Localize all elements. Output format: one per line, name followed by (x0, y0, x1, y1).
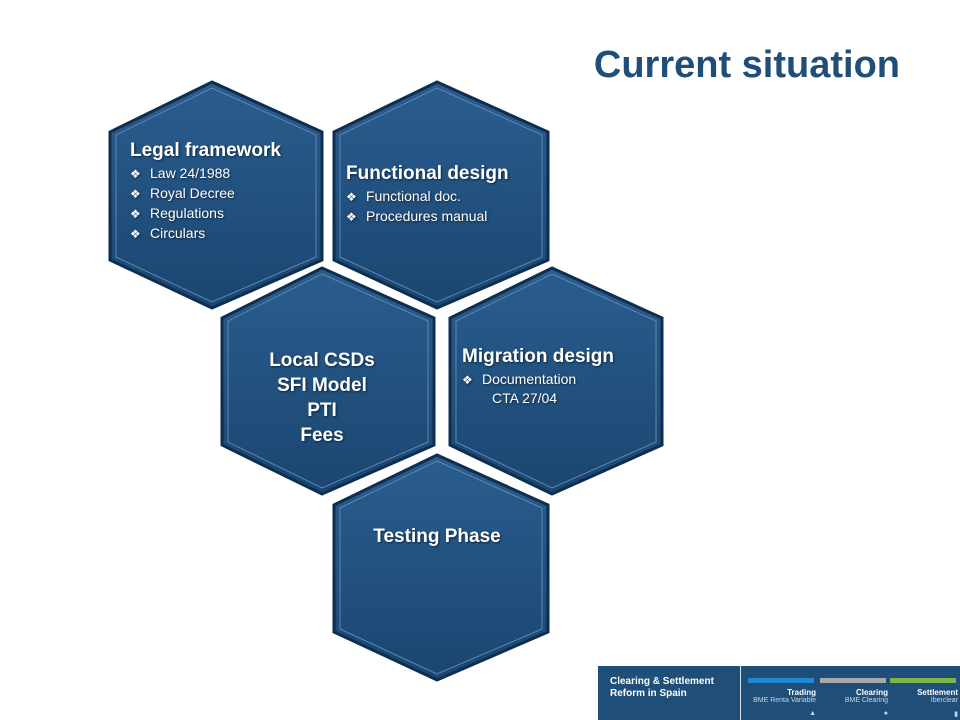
page-title: Current situation (593, 44, 900, 86)
hex-functional-design (332, 80, 550, 310)
hex-local-csds (220, 266, 436, 496)
sfi-model-line: SFI Model (277, 375, 367, 396)
footer-divider (740, 666, 741, 720)
list-item: ❖Royal Decree (130, 184, 281, 204)
legal-framework-title: Legal framework (130, 140, 281, 161)
list-item: ❖Procedures manual (346, 207, 509, 227)
footer-title: Clearing & Settlement Reform in Spain (610, 676, 714, 699)
list-item: ❖Regulations (130, 204, 281, 224)
clearing-bar (820, 678, 886, 683)
footer-banner: Clearing & Settlement Reform in Spain Tr… (598, 666, 960, 720)
list-item: ❖Documentation (462, 370, 614, 390)
list-item: ❖Functional doc. (346, 187, 509, 207)
fees-line: Fees (300, 425, 344, 446)
bullet-icon: ❖ (462, 373, 473, 387)
footer-col-settlement: Settlement Iberclear ▮ (886, 666, 958, 720)
bullet-icon: ❖ (346, 210, 357, 224)
list-item: ❖Law 24/1988 (130, 164, 281, 184)
settlement-marker-icon: ▮ (954, 711, 958, 718)
testing-phase-title: Testing Phase (373, 526, 501, 547)
bullet-icon: ❖ (130, 167, 141, 181)
trading-marker-icon: ▲ (809, 710, 816, 717)
list-item: ❖Circulars (130, 224, 281, 244)
migration-design-title: Migration design (462, 346, 614, 367)
clearing-marker-icon: ● (883, 710, 888, 717)
pti-line: PTI (307, 400, 337, 421)
testing-phase-block: Testing Phase (350, 524, 524, 549)
bullet-icon: ❖ (130, 227, 141, 241)
bullet-icon: ❖ (130, 207, 141, 221)
migration-design-block: Migration design ❖Documentation CTA 27/0… (462, 346, 614, 406)
migration-item-continuation: CTA 27/04 (492, 390, 558, 406)
footer-col-clearing: Clearing BME Clearing ● (816, 666, 888, 720)
footer-col-trading: Trading BME Renta Variable ▲ (744, 666, 816, 720)
hex-legal-framework (108, 80, 324, 310)
settlement-bar (890, 678, 956, 683)
hex-migration-design (448, 266, 664, 496)
local-csds-line: Local CSDs (269, 350, 375, 371)
local-csds-block: Local CSDs SFI Model PTI Fees (236, 348, 408, 448)
trading-bar (748, 678, 814, 683)
functional-design-title: Functional design (346, 163, 509, 184)
bullet-icon: ❖ (346, 190, 357, 204)
hex-testing-phase (332, 453, 550, 682)
legal-framework-block: Legal framework ❖Law 24/1988 ❖Royal Decr… (130, 140, 281, 244)
functional-design-block: Functional design ❖Functional doc. ❖Proc… (346, 163, 509, 227)
bullet-icon: ❖ (130, 187, 141, 201)
